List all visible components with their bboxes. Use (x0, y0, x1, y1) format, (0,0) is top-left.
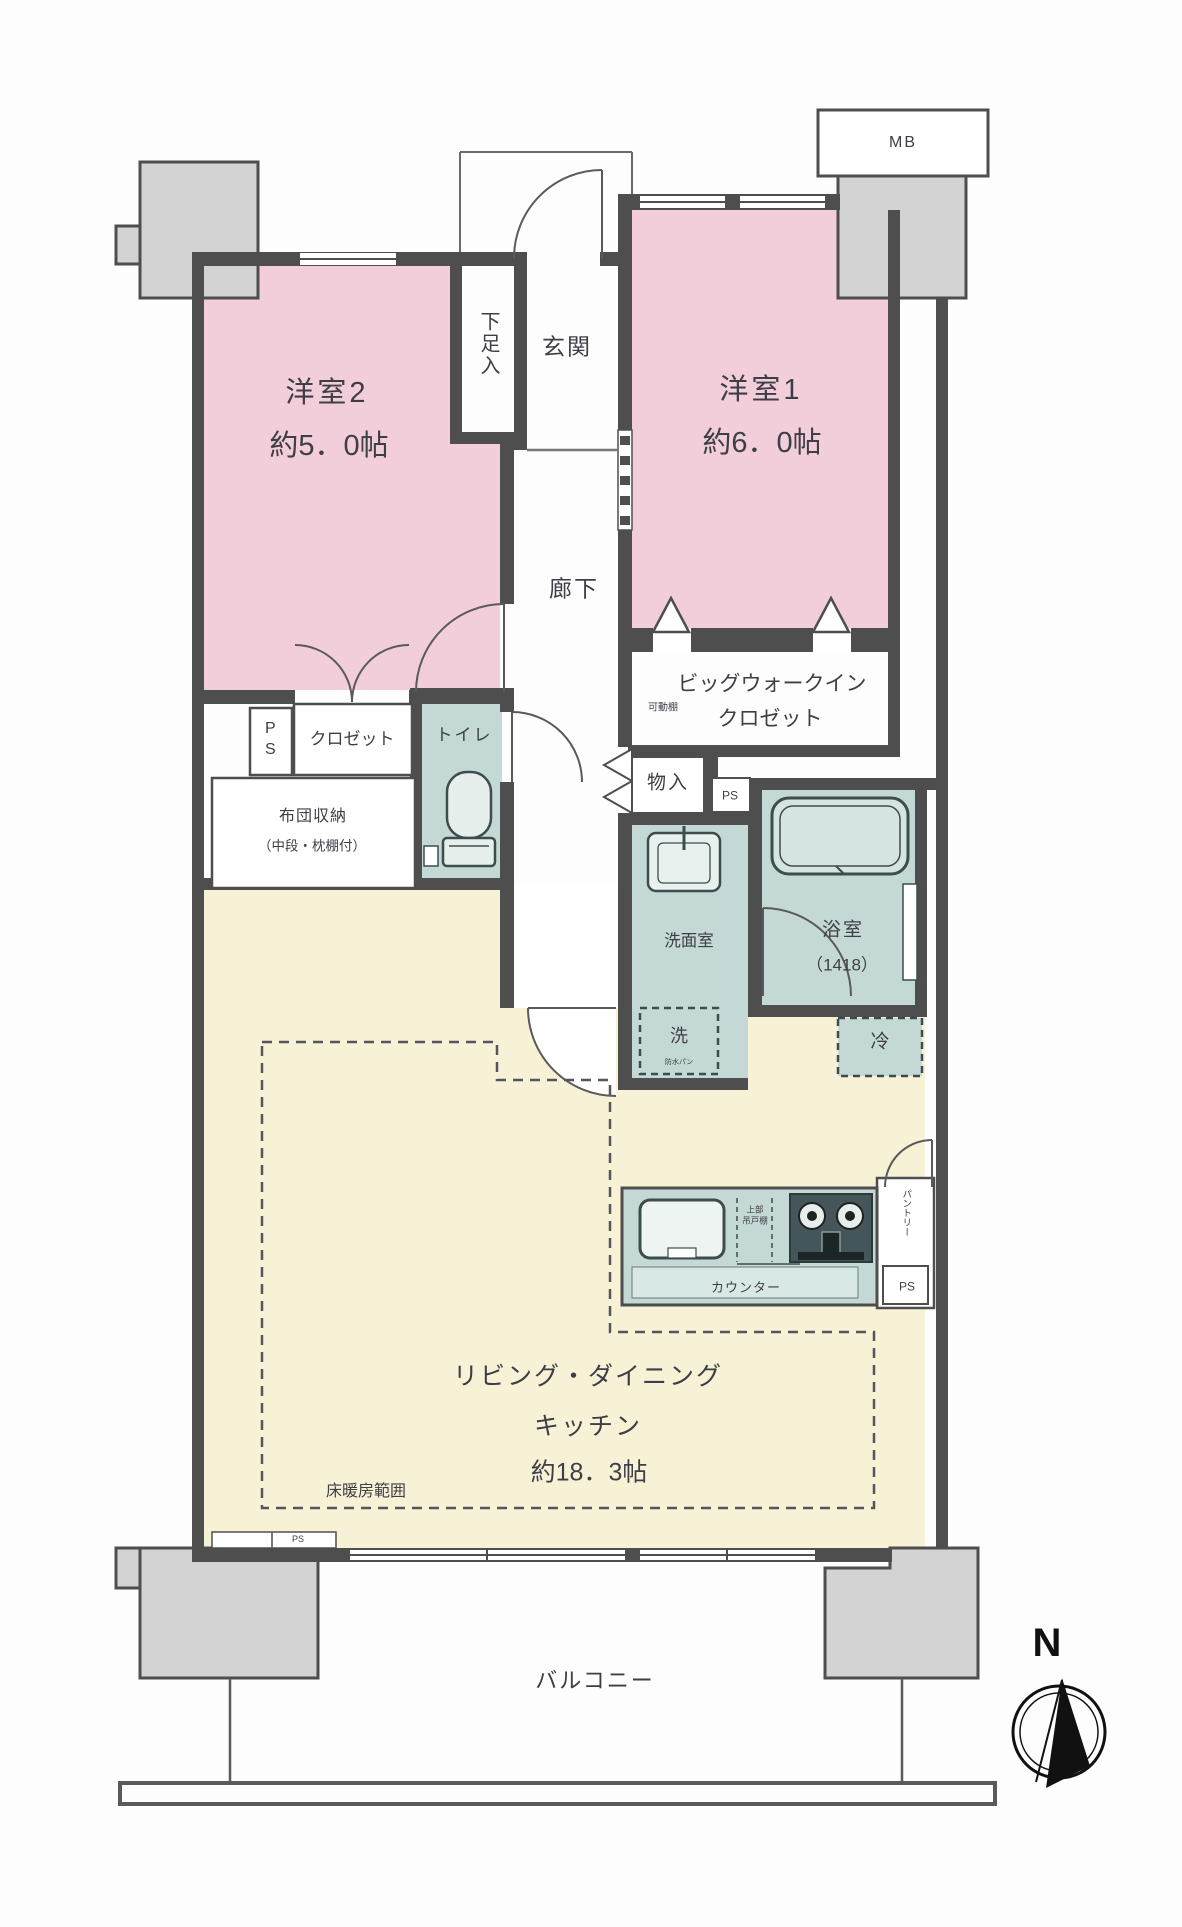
ldk-line1: リビング・ダイニング (452, 1362, 724, 1391)
ps-label-middle: PS (721, 788, 739, 803)
closet-box (292, 702, 414, 777)
bathtub-icon (770, 796, 910, 876)
wic-line1: ビッグウォークイン (677, 672, 867, 696)
bedroom1-size: 約6．0帖 (702, 427, 822, 460)
upper-cabinet-line2: 吊戸棚 (742, 1215, 768, 1226)
bedroom2-name: 洋室2 (285, 377, 369, 410)
ldk-size: 約18．3帖 (530, 1458, 648, 1487)
futon-line1: 布団収納 (278, 808, 348, 826)
compass-icon (1011, 1678, 1107, 1788)
counter-label: カウンター (710, 1279, 782, 1295)
wic-line2: クロゼット (717, 707, 823, 731)
meter-box (816, 108, 990, 178)
hallway-door-swing-floor (528, 1008, 616, 1096)
sliding-door-hatch (617, 429, 633, 531)
washroom-label: 洗面室 (664, 931, 714, 950)
washer-sub-label: 防水パン (664, 1059, 694, 1067)
fridge-label: 冷 (870, 1031, 890, 1053)
floor-heating-area (260, 1040, 876, 1510)
bath-ledge (902, 883, 918, 981)
shoe-cabinet-label: 下足入 (477, 311, 499, 377)
stove-icon (789, 1193, 873, 1263)
storage-label: 物入 (646, 772, 690, 794)
pillar-top-right (836, 174, 968, 300)
futon-storage-box (210, 776, 417, 890)
toilet-icon (423, 770, 497, 868)
movable-shelf-label: 可動棚 (648, 702, 678, 714)
north-label: N (1032, 1621, 1062, 1665)
counter-strip (631, 1266, 859, 1299)
entrance-label: 玄関 (542, 333, 592, 360)
ps-shaft-kitchen (882, 1265, 929, 1305)
fridge-space-icon (836, 1016, 924, 1078)
pantry-label: パントリー (900, 1189, 912, 1237)
window-symbols (300, 201, 825, 1562)
ps-shaft-left (248, 706, 294, 777)
mb-label: MB (889, 134, 917, 152)
bedroom2-floor (204, 266, 500, 690)
pillar-bottom-left (138, 1546, 320, 1680)
washer-label: 洗 (670, 1026, 688, 1047)
ps-shaft-middle (711, 777, 751, 813)
storage-bifold-symbols (601, 747, 633, 815)
hallway-floor (514, 884, 618, 1008)
washer-pan-icon (638, 1006, 720, 1076)
bathroom-size: （1418） (806, 955, 878, 975)
pillar-bottom-right (823, 1546, 980, 1680)
toilet-label: トイレ (435, 725, 493, 745)
ps-low-box (211, 1531, 337, 1549)
ps-label-left: PS (261, 720, 279, 762)
futon-line2: （中段・枕棚付） (258, 838, 366, 854)
upper-cabinet-line1: 上部 (746, 1204, 764, 1215)
ps-label-low: PS (291, 1534, 305, 1545)
bedroom1-name: 洋室1 (719, 374, 803, 407)
bathroom-name: 浴室 (821, 919, 865, 941)
entrance-porch-outline (459, 151, 633, 252)
hallway-label: 廊下 (549, 575, 599, 602)
pillar-bottom-left-tab (114, 1546, 142, 1590)
pillar-top-left-tab (114, 224, 142, 266)
floor-heating-label: 床暖房範囲 (325, 1483, 407, 1501)
bedroom2-size: 約5．0帖 (269, 430, 389, 463)
wic-door-symbols (650, 595, 852, 634)
doors (294, 169, 933, 1188)
closet-label: クロゼット (309, 729, 395, 749)
ps-label-kitchen: PS (898, 1279, 916, 1294)
balcony-structure (118, 1678, 997, 1806)
storage-boxes (210, 702, 936, 1549)
ldk-line2: キッチン (533, 1412, 643, 1441)
balcony-label: バルコニー (535, 1667, 655, 1693)
kitchen-counter (620, 1186, 879, 1307)
washbasin-icon (646, 826, 722, 893)
